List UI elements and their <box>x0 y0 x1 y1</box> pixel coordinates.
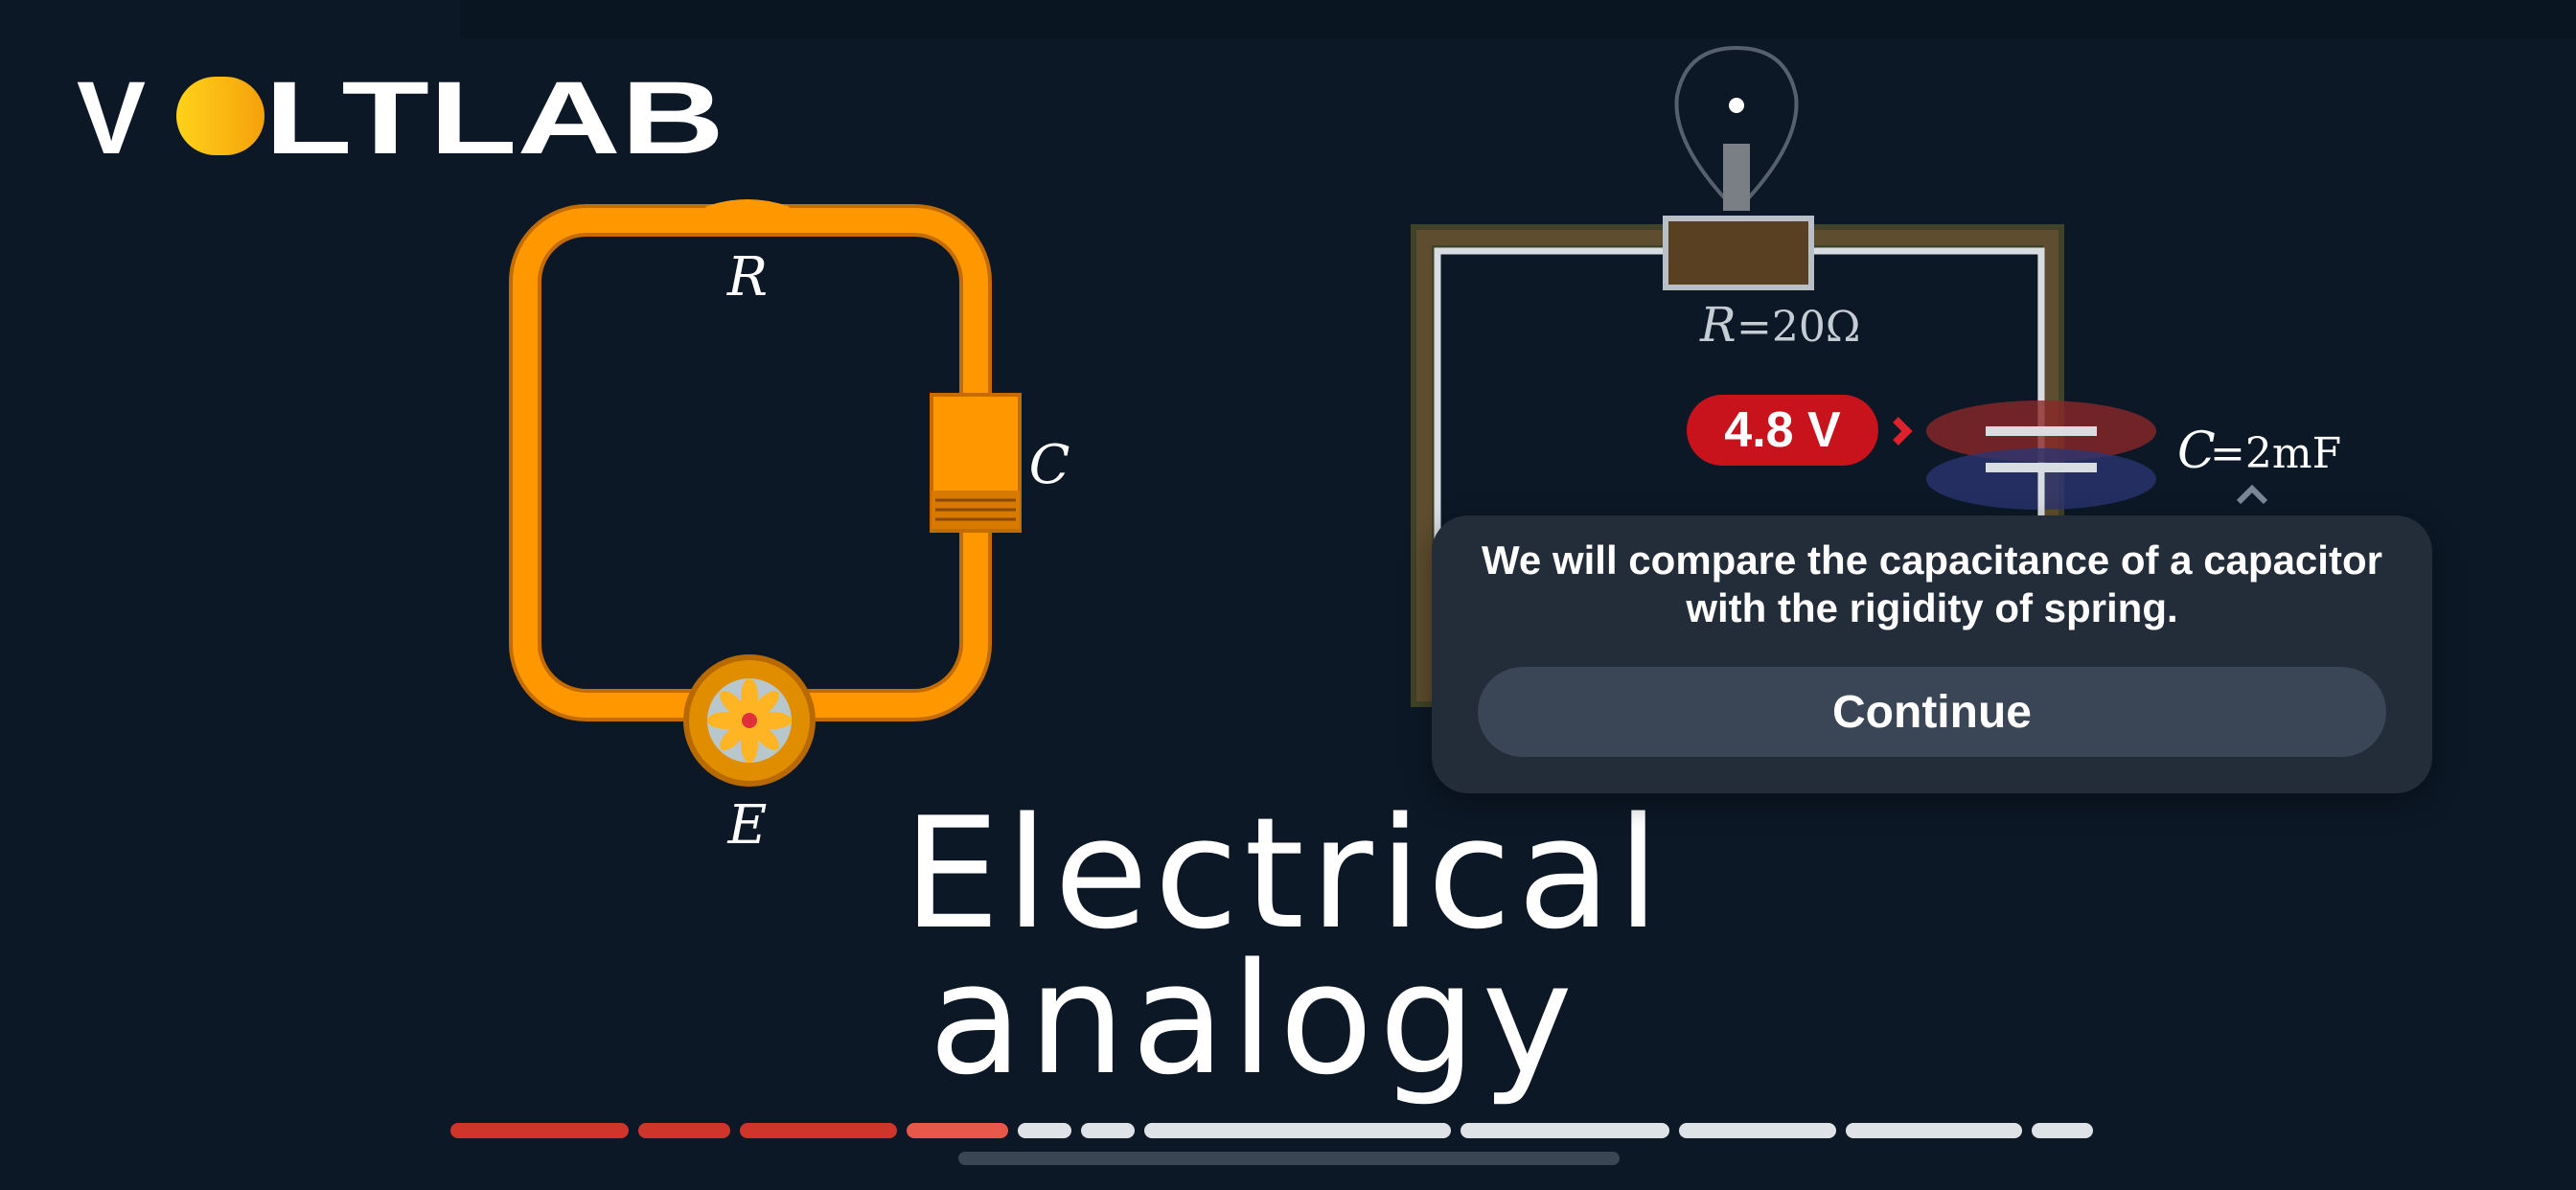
right-resistor <box>1663 216 1814 290</box>
progress-segment <box>1081 1123 1135 1138</box>
label-c: C <box>1029 434 1070 496</box>
top-band <box>460 0 2576 38</box>
progress-segment <box>1846 1123 2022 1138</box>
progress-segment <box>1679 1123 1836 1138</box>
capacitance-value: =2mF <box>2210 429 2341 478</box>
progress-segment <box>1018 1123 1071 1138</box>
label-e: E <box>727 794 768 857</box>
logo-letters: LTLAB <box>264 69 724 165</box>
capacitance-symbol: C <box>2177 423 2216 480</box>
progress-segment <box>740 1123 897 1138</box>
light-bulb-icon <box>1663 45 1814 290</box>
chevron-right-icon <box>1893 417 1913 446</box>
title-line-1: Electrical <box>903 784 1666 963</box>
continue-button[interactable]: Continue <box>1478 667 2386 757</box>
logo-letter-v: V <box>77 69 146 165</box>
title-line-2: analogy <box>928 929 1579 1109</box>
horizontal-scrollbar[interactable] <box>958 1152 1620 1165</box>
popup-message: We will compare the capacitance of a cap… <box>1482 538 2382 630</box>
progress-segment <box>1460 1123 1669 1138</box>
voltlab-logo: V LTLAB <box>77 69 724 165</box>
fan-icon <box>683 654 816 787</box>
left-capacitor <box>930 393 1022 533</box>
left-resistor <box>705 199 790 227</box>
right-capacitor <box>1926 400 2156 517</box>
right-circuit: R =20Ω C =2mF <box>1411 45 2341 707</box>
info-popup: We will compare the capacitance of a cap… <box>1432 515 2432 793</box>
progress-segment <box>450 1123 629 1138</box>
lesson-progress-bar <box>450 1123 2128 1138</box>
progress-segment <box>2032 1123 2093 1138</box>
chevron-up-icon <box>2236 484 2268 505</box>
resistance-symbol: R <box>1699 297 1736 353</box>
progress-segment <box>1144 1123 1451 1138</box>
left-circuit: R C E <box>509 199 1070 857</box>
progress-segment <box>638 1123 730 1138</box>
voltage-badge: 4.8 V <box>1687 395 1878 466</box>
label-r: R <box>726 246 768 309</box>
resistance-value: =20Ω <box>1736 303 1860 352</box>
logo-o-shape <box>176 77 264 155</box>
progress-segment <box>907 1123 1008 1138</box>
